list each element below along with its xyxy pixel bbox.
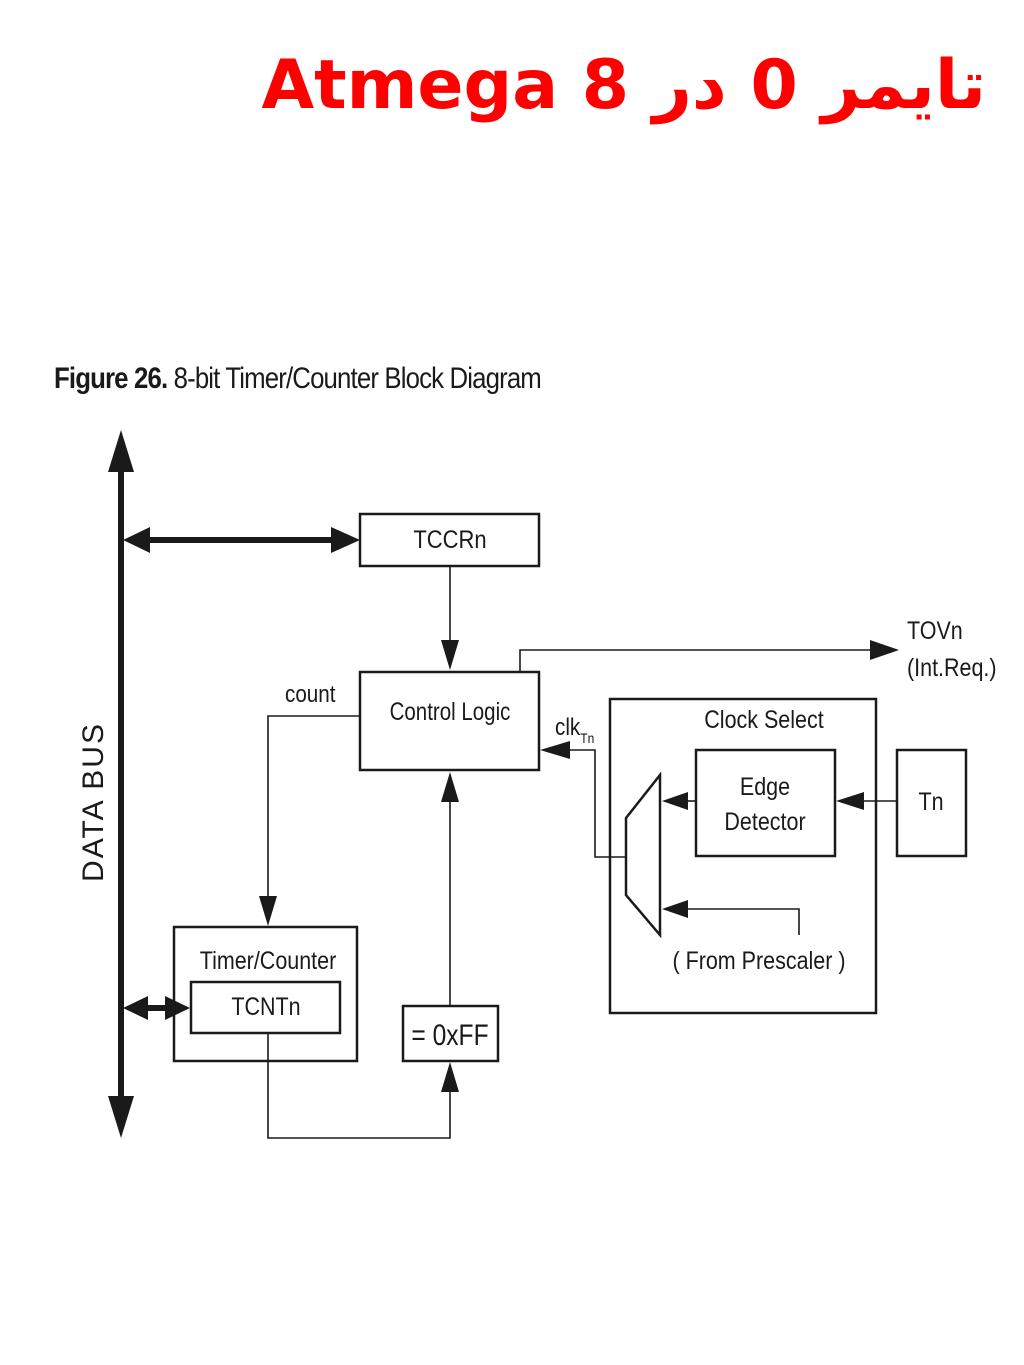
tn-to-edge-wire bbox=[836, 792, 897, 810]
timer-counter-block: Timer/Counter bbox=[172, 925, 359, 1063]
control-logic-label: Control Logic bbox=[390, 697, 511, 725]
count-label: count bbox=[285, 681, 336, 708]
compare-label: = 0xFF bbox=[411, 1018, 488, 1052]
edge-to-mux-wire bbox=[662, 792, 696, 810]
edge-detector-block: Edge Detector bbox=[694, 748, 837, 858]
clk-label-main: clk bbox=[555, 714, 581, 741]
tov-output: TOVn (Int.Req.) bbox=[519, 616, 997, 681]
tccr-label: TCCRn bbox=[413, 526, 486, 554]
compare-block: = 0xFF bbox=[401, 1004, 500, 1063]
data-bus: DATA BUS bbox=[77, 430, 134, 1138]
tccr-register: TCCRn bbox=[358, 512, 541, 568]
clk-label-subscript: Tn bbox=[580, 730, 594, 746]
from-prescaler-label: ( From Prescaler ) bbox=[672, 946, 845, 974]
slide-title: تایمر 0 در Atmega 8 bbox=[261, 46, 986, 125]
tcnt-label: TCNTn bbox=[231, 992, 300, 1020]
edge-detector-line1: Edge bbox=[740, 772, 790, 800]
tov-label: TOVn bbox=[907, 616, 963, 644]
clock-select-label: Clock Select bbox=[704, 705, 824, 733]
figure-caption: Figure 26. 8-bit Timer/Counter Block Dia… bbox=[54, 362, 542, 395]
clk-wire: clkTn bbox=[540, 714, 626, 858]
int-req-label: (Int.Req.) bbox=[907, 653, 997, 681]
count-wire: count bbox=[259, 681, 360, 926]
edge-detector-line2: Detector bbox=[724, 807, 805, 835]
tn-label: Tn bbox=[918, 787, 943, 815]
tcnt-to-compare-wire bbox=[267, 1033, 459, 1139]
tccr-to-control-wire bbox=[441, 566, 459, 670]
data-bus-top-arrow bbox=[108, 430, 134, 472]
tcnt-register: TCNTn bbox=[189, 980, 342, 1035]
data-bus-label: DATA BUS bbox=[77, 722, 110, 882]
clock-mux bbox=[624, 771, 662, 939]
clock-select-block: Clock Select bbox=[608, 697, 878, 1015]
bus-to-tccr-link bbox=[123, 527, 360, 553]
clk-label: clkTn bbox=[555, 714, 594, 747]
figure-caption-label: Figure 26. bbox=[54, 362, 168, 395]
data-bus-bottom-arrow bbox=[108, 1096, 134, 1138]
compare-to-control-wire bbox=[441, 772, 459, 1006]
timer-counter-label: Timer/Counter bbox=[200, 946, 337, 974]
bus-to-tcnt-link bbox=[123, 996, 190, 1020]
figure-caption-text: 8-bit Timer/Counter Block Diagram bbox=[173, 362, 542, 395]
tov-arrow bbox=[870, 640, 899, 660]
tn-pin: Tn bbox=[895, 748, 968, 858]
control-logic-block: Control Logic bbox=[358, 670, 541, 772]
prescaler-wire: ( From Prescaler ) bbox=[662, 900, 846, 974]
